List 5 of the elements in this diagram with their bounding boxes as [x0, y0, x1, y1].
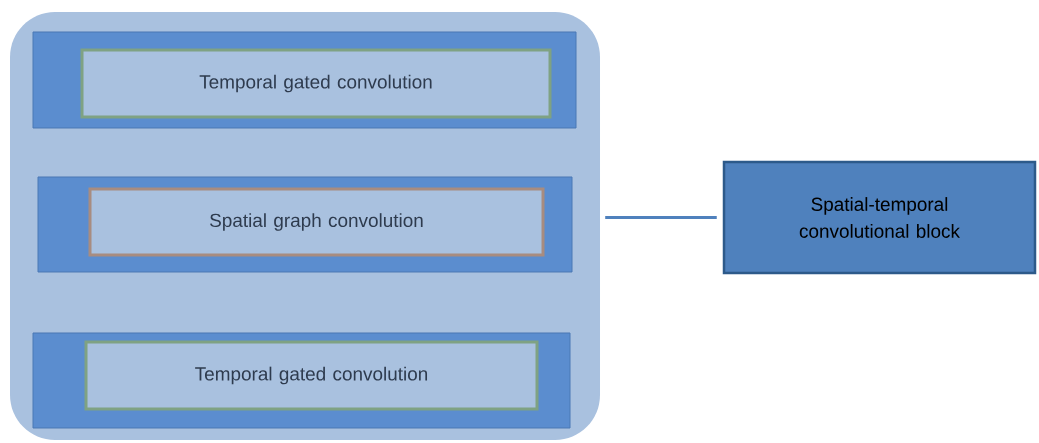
text-box: Temporal gated convolution: [80, 48, 552, 119]
block-box: Spatial-temporal convolutional block: [722, 160, 1037, 275]
text-box: Spatial graph convolution: [88, 187, 545, 257]
connector-line: [605, 216, 717, 219]
text-box: Temporal gated convolution: [84, 340, 539, 411]
